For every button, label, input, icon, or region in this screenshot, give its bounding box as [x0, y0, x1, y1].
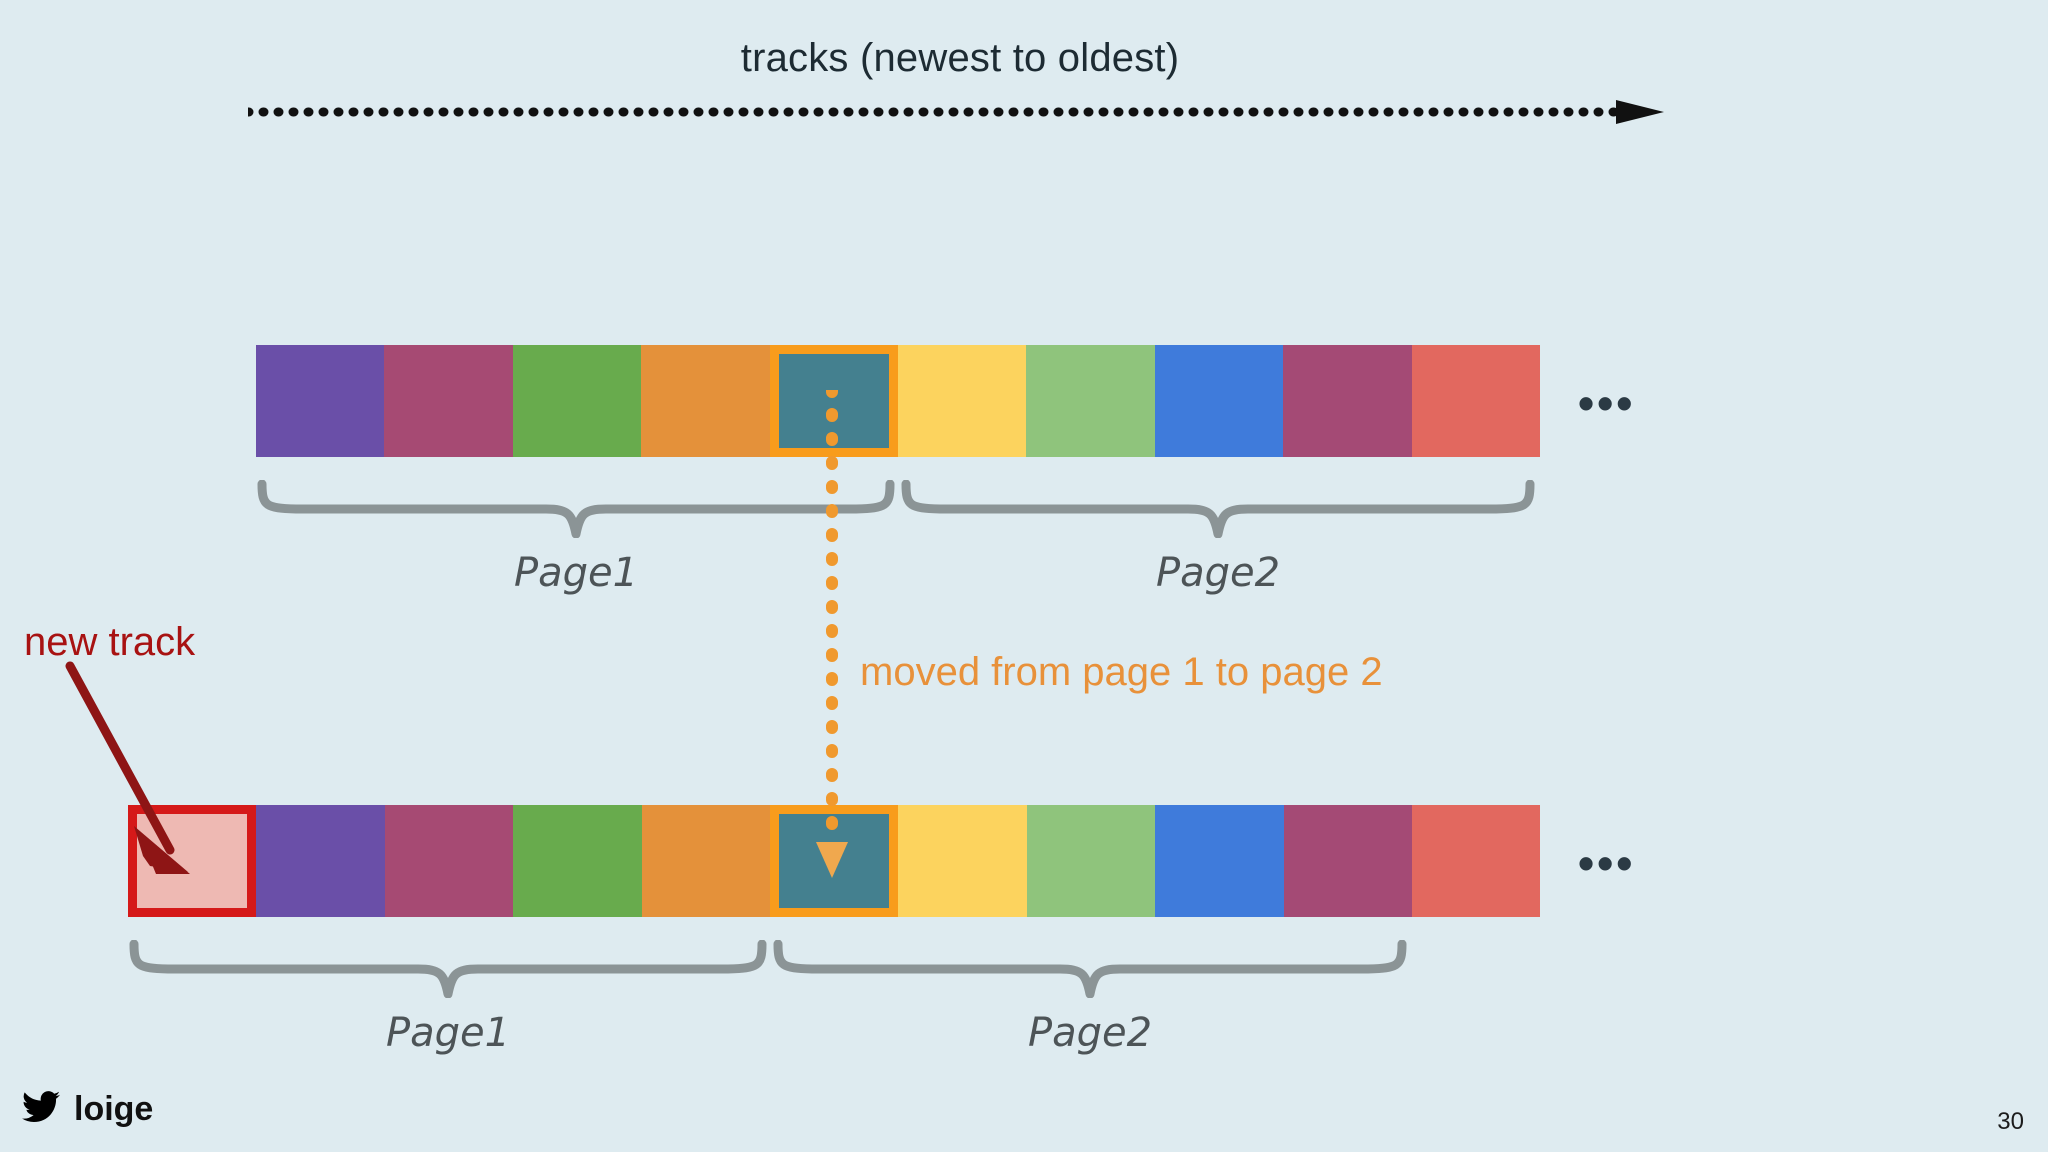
- track-cell-8: [1155, 805, 1284, 917]
- new-track-arrow-icon: [60, 660, 240, 900]
- track-cell-7: [1026, 805, 1156, 917]
- ellipsis-after: •••: [1578, 837, 1636, 889]
- timeline-title: tracks (newest to oldest): [740, 36, 1180, 80]
- page-label-after-1: Page1: [385, 1010, 511, 1056]
- timeline-axis-arrow: [243, 100, 1668, 124]
- footer-handle-text: loige: [74, 1090, 154, 1128]
- twitter-bird-icon: [22, 1091, 60, 1128]
- brace-after-page2: [772, 940, 1408, 998]
- page-label-before-2: Page2: [1155, 550, 1281, 596]
- track-cell-7: [1026, 345, 1155, 457]
- brace-after-page1: [128, 940, 768, 998]
- brace-before-page1: [256, 480, 896, 538]
- track-cell-8: [1154, 345, 1284, 457]
- page-label-before-1: Page1: [513, 550, 639, 596]
- track-cell-1: [256, 805, 385, 917]
- track-cell-1: [256, 345, 385, 457]
- brace-before-page2: [900, 480, 1536, 538]
- page-label-after-2: Page2: [1027, 1010, 1153, 1056]
- track-cell-10: [1411, 805, 1541, 917]
- moved-from-page-label: moved from page 1 to page 2: [860, 650, 1383, 694]
- track-cell-4: [641, 345, 770, 457]
- track-bar-before: [256, 345, 1540, 457]
- track-cell-9: [1283, 345, 1412, 457]
- track-cell-3: [513, 805, 642, 917]
- track-cell-3: [512, 345, 642, 457]
- track-cell-4: [641, 805, 770, 917]
- footer-handle: loige: [22, 1090, 153, 1129]
- track-cell-2: [384, 805, 514, 917]
- page-number: 30: [1997, 1108, 2024, 1135]
- track-cell-10: [1411, 345, 1540, 457]
- moved-track-arrow-icon: [812, 384, 852, 880]
- track-cell-9: [1283, 805, 1412, 917]
- track-cell-6: [897, 345, 1027, 457]
- ellipsis-before: •••: [1578, 377, 1636, 429]
- track-cell-6: [898, 805, 1027, 917]
- track-cell-2: [384, 345, 513, 457]
- new-track-label: new track: [24, 620, 196, 664]
